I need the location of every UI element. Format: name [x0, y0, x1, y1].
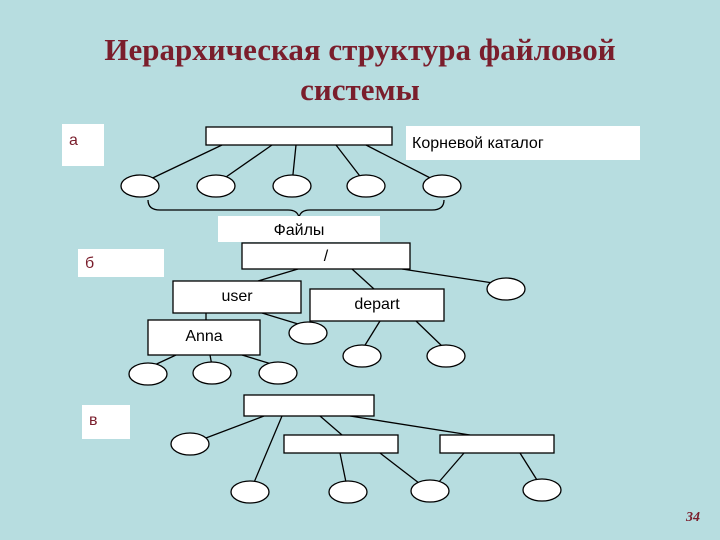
file-node — [346, 174, 386, 198]
file-node — [196, 174, 236, 198]
root-directory-node — [205, 126, 393, 146]
edge — [319, 415, 343, 436]
file-node — [422, 174, 462, 198]
single-level-tree — [120, 126, 462, 219]
root-directory-caption: Корневой каталог — [406, 126, 640, 160]
directory-node — [283, 434, 399, 454]
file-node — [486, 277, 526, 301]
file-node — [426, 344, 466, 368]
file-node — [120, 174, 160, 198]
edge — [401, 268, 507, 286]
directory-node-user — [172, 280, 302, 314]
file-node — [342, 344, 382, 368]
anna-node-label: Anna — [185, 328, 223, 345]
section-label-c: в — [82, 405, 130, 439]
file-node — [410, 479, 450, 503]
file-node — [522, 478, 562, 502]
section-label-a: а — [62, 124, 104, 166]
user-node-label: user — [221, 288, 253, 305]
slide-title-line-1: Иерархическая структура файловой — [104, 32, 616, 67]
file-node — [272, 174, 312, 198]
edge — [257, 268, 299, 282]
slide-title-line-2: системы — [300, 72, 420, 107]
file-node — [192, 361, 232, 385]
file-node — [170, 432, 210, 456]
root-node-label: / — [323, 248, 329, 265]
file-node — [230, 480, 270, 504]
root-directory-node — [241, 242, 411, 270]
edge — [415, 320, 445, 349]
edge — [249, 415, 283, 493]
files-caption: Файлы — [218, 216, 380, 242]
root-directory-node — [243, 394, 375, 417]
depart-node-label: depart — [354, 296, 400, 313]
network-structure — [170, 394, 562, 504]
page-number: 34 — [686, 510, 700, 525]
slide-title: Иерархическая структура файловой системы — [0, 30, 720, 110]
tree-structure — [128, 242, 526, 386]
edge — [139, 144, 223, 185]
file-node — [258, 361, 298, 385]
file-node — [288, 321, 328, 345]
file-node — [328, 480, 368, 504]
file-node — [128, 362, 168, 386]
section-label-b: б — [78, 249, 164, 277]
directory-node — [439, 434, 555, 454]
edge — [349, 415, 471, 436]
directory-node-anna — [147, 319, 261, 356]
directory-node-depart — [309, 288, 445, 322]
edge — [351, 268, 375, 290]
